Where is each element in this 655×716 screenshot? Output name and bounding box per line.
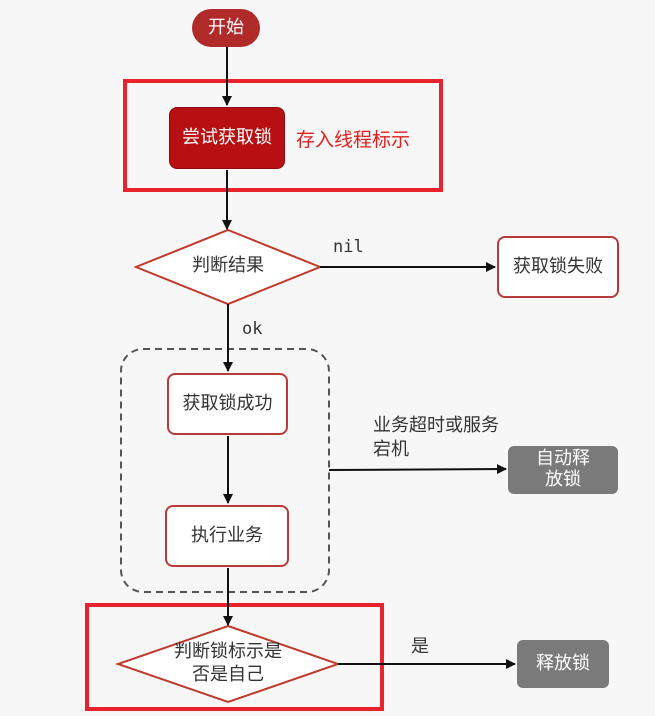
lock-fail-node: 获取锁失败	[497, 236, 619, 298]
judge-owner-diamond	[114, 624, 342, 704]
store-thread-id-note: 存入线程标示	[296, 129, 411, 151]
execute-business-node: 执行业务	[165, 505, 289, 567]
judge-owner-text: 判断锁标示是否是自己	[174, 641, 282, 685]
edge-label-timeout: 业务超时或服务宕机	[373, 415, 499, 461]
lock-success-node: 获取锁成功	[167, 373, 288, 435]
judge-result-label: 判断结果	[192, 255, 264, 276]
edge-label-nil: nil	[333, 237, 364, 257]
auto-release-label: 自动释放锁	[536, 448, 590, 490]
highlight-box-judge-owner	[85, 603, 384, 711]
auto-release-node: 自动释放锁	[508, 446, 618, 494]
highlight-box-try-lock	[123, 79, 443, 192]
judge-owner-label: 判断锁标示是否是自己	[118, 641, 338, 686]
edge-label-ok: ok	[242, 319, 263, 339]
release-lock-node: 释放锁	[517, 640, 609, 688]
edge-label-yes: 是	[411, 636, 429, 657]
try-lock-node: 尝试获取锁	[169, 107, 285, 169]
start-node: 开始	[192, 9, 260, 47]
